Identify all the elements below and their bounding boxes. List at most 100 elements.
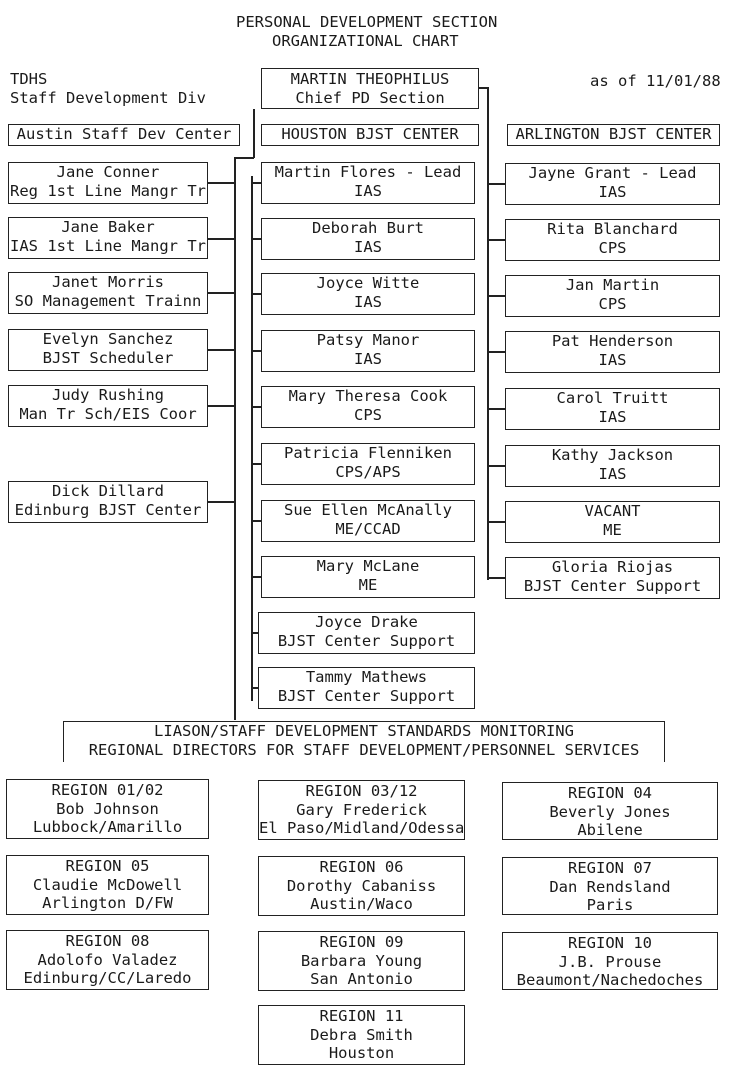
connector-austin-tee [208,405,235,407]
staff-name: Rita Blanchard [547,220,678,238]
staff-name: Jayne Grant - Lead [528,164,697,182]
region-number: REGION 11 [319,1007,404,1025]
staff-role: CPS [354,405,382,424]
liaison-line1: LIASON/STAFF DEVELOPMENT STANDARDS MONIT… [154,722,574,740]
staff-name: Jane Conner [56,163,160,181]
region-box: REGION 01/02 Bob Johnson Lubbock/Amarill… [6,779,209,839]
staff-name: Janet Morris [52,273,164,291]
connector-austin-spine-top [253,109,255,158]
region-number: REGION 05 [65,857,150,875]
region-box: REGION 04 Beverly Jones Abilene [502,782,718,840]
connector-austin-tee [208,349,235,351]
connector-houston-tee [251,350,261,352]
houston-staff-box: Deborah Burt IAS [261,218,475,260]
region-box: REGION 05 Claudie McDowell Arlington D/F… [6,855,209,915]
connector-arlington-tee [487,183,505,185]
connector-arlington-tee [487,239,505,241]
staff-role: BJST Center Support [277,686,456,705]
region-number: REGION 06 [319,858,404,876]
austin-staff-box: Jane Baker IAS 1st Line Mangr Tr [8,217,208,259]
staff-role: ME/CCAD [335,519,401,538]
connector-arlington-tee [487,408,505,410]
connector-houston-spine [251,176,253,701]
connector-arlington-tee [487,577,505,579]
staff-role: IAS [598,182,627,201]
region-director: Dan Rendsland [549,877,671,896]
chief-name: MARTIN THEOPHILUS [290,70,450,88]
region-director: Dorothy Cabaniss [286,876,437,895]
region-area: Austin/Waco [310,895,413,913]
staff-name: VACANT [584,502,641,520]
connector-austin-tee [208,292,235,294]
region-box: REGION 08 Adolofo Valadez Edinburg/CC/La… [6,930,209,990]
arlington-staff-box: Rita Blanchard CPS [505,219,720,261]
austin-staff-box: Evelyn Sanchez BJST Scheduler [8,329,208,371]
connector-arlington-tee [487,351,505,353]
staff-name: Martin Flores - Lead [274,163,462,181]
staff-name: Kathy Jackson [551,446,674,464]
houston-staff-box: Tammy Mathews BJST Center Support [258,667,475,709]
arlington-staff-box: VACANT ME [505,501,720,543]
region-director: Bob Johnson [56,799,159,818]
staff-name: Joyce Witte [316,274,420,292]
arlington-staff-box: Gloria Riojas BJST Center Support [505,557,720,599]
houston-staff-box: Patricia Flenniken CPS/APS [261,443,475,485]
houston-staff-box: Martin Flores - Lead IAS [261,162,475,204]
staff-name: Joyce Drake [315,613,418,631]
staff-role: CPS [598,294,627,313]
region-director: Adolofo Valadez [37,950,178,969]
region-number: REGION 08 [65,932,150,950]
chart-title-line1: PERSONAL DEVELOPMENT SECTION [236,13,498,31]
connector-austin-tee [208,238,235,240]
connector-arlington-tee [487,465,505,467]
connector-austin-spine [234,157,236,720]
region-area: Houston [328,1044,395,1062]
connector-houston-tee [251,687,258,689]
houston-staff-box: Mary McLane ME [261,556,475,598]
region-area: Paris [586,896,634,914]
region-director: Gary Frederick [296,800,427,819]
staff-role: BJST Center Support [523,576,702,595]
region-director: Debra Smith [310,1025,413,1044]
austin-header: Austin Staff Dev Center [8,124,240,146]
staff-name: Pat Henderson [551,332,674,350]
region-area: El Paso/Midland/Odessa [259,819,465,837]
staff-name: Jane Baker [61,218,155,236]
connector-houston-tee [251,182,261,184]
connector-houston-tee [251,293,261,295]
staff-name: Judy Rushing [52,386,164,404]
connector-austin-tee [208,501,235,503]
houston-staff-box: Joyce Drake BJST Center Support [258,612,475,654]
region-area: Arlington D/FW [42,894,173,912]
region-box: REGION 03/12 Gary Frederick El Paso/Midl… [258,780,465,840]
staff-role: IAS [354,292,382,311]
region-area: Abilene [577,821,643,839]
arlington-staff-box: Jayne Grant - Lead IAS [505,163,720,205]
connector-austin-tee [208,182,235,184]
staff-role: IAS [354,181,382,200]
staff-name: Carol Truitt [556,389,669,407]
connector-arlington-tee [487,295,505,297]
staff-name: Tammy Mathews [305,668,428,686]
connector-houston-tee [251,576,261,578]
staff-role: ME [358,575,378,594]
staff-role: Reg 1st Line Mangr Tr [10,181,206,200]
houston-staff-box: Joyce Witte IAS [261,273,475,315]
connector-chief-right-stub [479,87,488,89]
chart-title-line2: ORGANIZATIONAL CHART [272,32,459,50]
houston-staff-box: Mary Theresa Cook CPS [261,386,475,428]
staff-name: Dick Dillard [52,482,164,500]
connector-houston-tee [251,520,261,522]
region-director: J.B. Prouse [558,952,662,971]
staff-name: Deborah Burt [312,219,424,237]
staff-role: BJST Scheduler [42,348,174,367]
staff-role: IAS [354,237,382,256]
region-box: REGION 10 J.B. Prouse Beaumont/Nachedoch… [502,932,718,990]
staff-role: Edinburg BJST Center [14,500,202,519]
austin-staff-box: Judy Rushing Man Tr Sch/EIS Coor [8,385,208,427]
austin-staff-box: Dick Dillard Edinburg BJST Center [8,481,208,523]
austin-staff-box: Jane Conner Reg 1st Line Mangr Tr [8,162,208,204]
chief-box: MARTIN THEOPHILUS Chief PD Section [261,68,479,109]
region-number: REGION 04 [568,784,652,802]
connector-houston-tee [251,406,261,408]
